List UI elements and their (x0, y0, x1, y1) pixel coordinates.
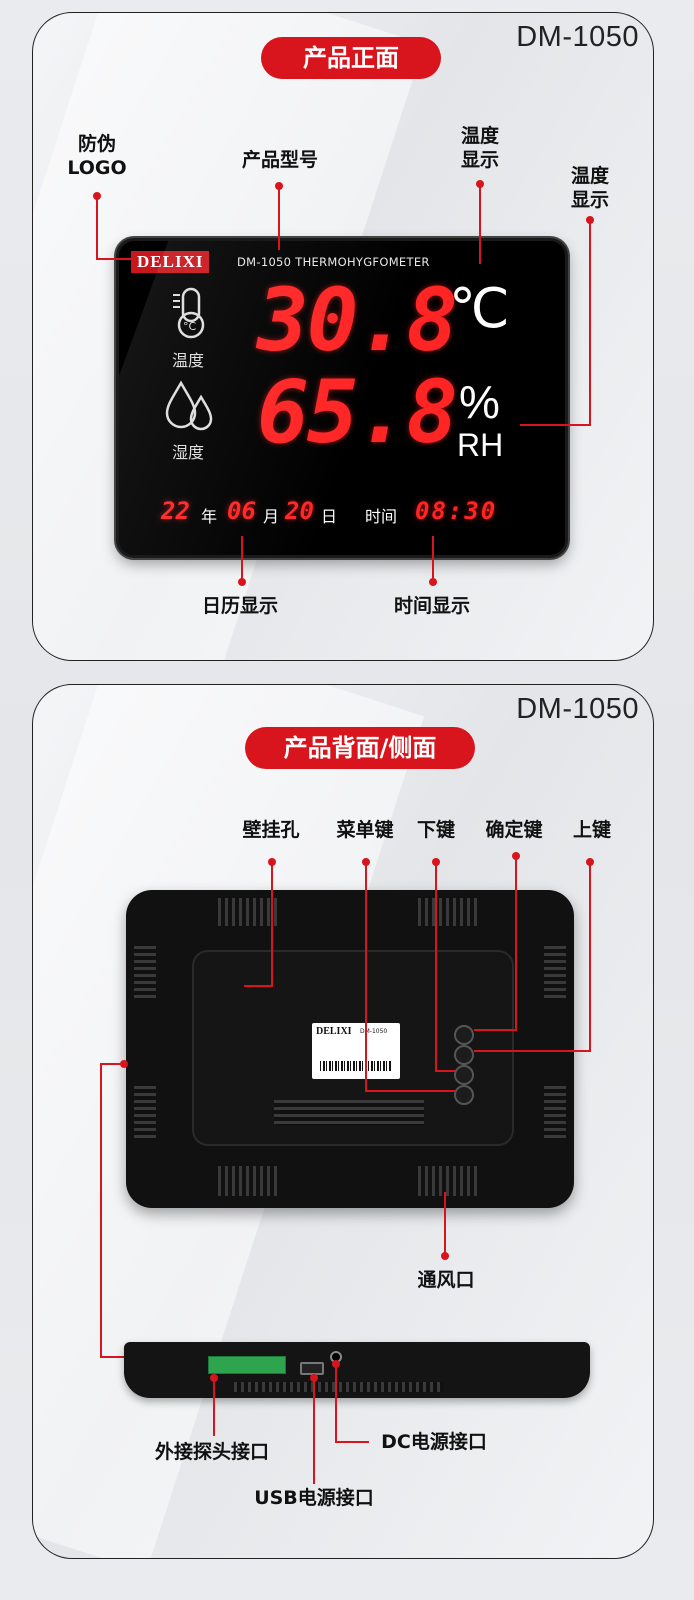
date-day: 20 (285, 497, 314, 525)
callout-dot (238, 578, 246, 586)
callout-line (100, 1063, 102, 1357)
label-usb-port: USB电源接口 (254, 1487, 374, 1509)
probe-terminal-block (208, 1356, 286, 1374)
side-view-device (124, 1342, 590, 1398)
temperature-value: 30.8 (257, 271, 458, 371)
ok-button[interactable] (454, 1045, 474, 1065)
front-display-device: DELIXI DM-1050 THERMOHYGFOMETER °C 温度 湿度… (116, 238, 568, 558)
callout-line (589, 220, 591, 426)
day-char: 日 (321, 507, 338, 526)
year-char: 年 (201, 507, 218, 526)
callout-line (244, 985, 273, 987)
label-humid-display: 温度 显示 (570, 165, 609, 211)
label-menu-key: 菜单键 (336, 819, 394, 841)
back-title-pill: 产品背面/侧面 (245, 727, 475, 769)
callout-line (335, 1364, 337, 1442)
label-probe-port: 外接探头接口 (154, 1441, 269, 1463)
time-label: 时间 (365, 507, 398, 526)
vent-side-left-1 (134, 946, 156, 1002)
vent-side-right-1 (544, 946, 566, 1002)
usb-port (300, 1362, 324, 1375)
side-vent (234, 1382, 444, 1392)
date-year: 22 (161, 497, 190, 525)
callout-dot (441, 1252, 449, 1260)
delixi-logo: DELIXI (131, 251, 210, 273)
menu-button[interactable] (454, 1085, 474, 1105)
callout-line (271, 862, 273, 986)
callout-line (365, 862, 367, 1092)
callout-line (520, 424, 591, 426)
device-model-line: DM-1050 THERMOHYGFOMETER (237, 255, 430, 269)
sticker-brand: DELIXI (316, 1026, 352, 1037)
thermometer-icon: °C (171, 285, 215, 345)
label-vent: 通风口 (417, 1269, 475, 1291)
vent-top-left (218, 898, 280, 926)
label-logo: 防伪 LOGO (67, 133, 127, 179)
vent-bottom-left (218, 1166, 280, 1196)
label-dc-port: DC电源接口 (381, 1431, 487, 1453)
rating-sticker: DELIXI DM-1050 (312, 1023, 400, 1079)
callout-line (435, 1070, 455, 1072)
month-char: 月 (263, 507, 280, 526)
front-title-pill: 产品正面 (261, 37, 441, 79)
temp-icon-label: 温度 (172, 351, 205, 370)
vent-side-right-2 (544, 1086, 566, 1142)
callout-line (96, 258, 136, 260)
callout-line (96, 196, 98, 260)
callout-line (435, 862, 437, 1072)
callout-line (589, 862, 591, 1052)
callout-line (474, 1029, 517, 1031)
svg-text:°C: °C (183, 320, 197, 333)
label-down-key: 下键 (416, 819, 455, 841)
label-wall-hole: 壁挂孔 (242, 819, 300, 841)
callout-line (365, 1090, 455, 1092)
temperature-unit: ℃ (449, 279, 510, 339)
callout-line (100, 1063, 124, 1065)
callout-line (100, 1356, 126, 1358)
callout-line (335, 1441, 369, 1443)
callout-line (444, 1192, 446, 1256)
callout-line (474, 1050, 591, 1052)
callout-line (213, 1378, 215, 1436)
vent-center (274, 1100, 424, 1126)
back-model-label: DM-1050 (516, 693, 639, 725)
down-button[interactable] (454, 1065, 474, 1085)
vent-top-right (418, 898, 480, 926)
callout-dot (429, 578, 437, 586)
label-up-key: 上键 (572, 819, 611, 841)
humid-icon-label: 湿度 (172, 443, 205, 462)
vent-bottom-right (418, 1166, 480, 1196)
callout-line (515, 856, 517, 1030)
label-time-display: 时间显示 (393, 595, 470, 617)
time-value: 08:30 (415, 497, 498, 525)
callout-line (479, 184, 481, 264)
callout-line (278, 186, 280, 250)
water-drops-icon (163, 379, 217, 439)
humidity-value: 65.8 (257, 363, 458, 463)
date-month: 06 (227, 497, 256, 525)
callout-line (313, 1378, 315, 1484)
callout-line (432, 536, 434, 582)
humidity-unit-rh: RH (457, 427, 504, 463)
label-ok-key: 确定键 (485, 819, 543, 841)
label-date-display: 日历显示 (201, 595, 278, 617)
callout-line (241, 536, 243, 582)
sticker-model: DM-1050 (360, 1028, 388, 1035)
humidity-unit-percent: % (459, 376, 500, 428)
label-temp-display: 温度 显示 (460, 125, 499, 171)
back-device: DELIXI DM-1050 (126, 890, 574, 1208)
callout-dot (120, 1060, 128, 1068)
barcode (320, 1061, 392, 1071)
up-button[interactable] (454, 1025, 474, 1045)
label-model-no: 产品型号 (241, 149, 318, 171)
front-model-label: DM-1050 (516, 21, 639, 53)
vent-side-left-2 (134, 1086, 156, 1142)
